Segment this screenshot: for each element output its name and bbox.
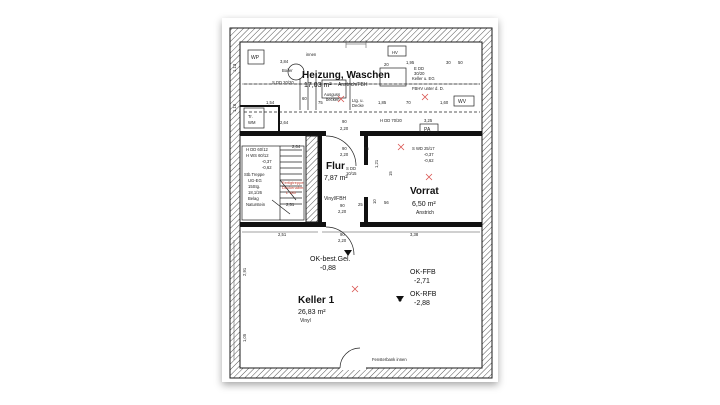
level-ok-rfb-val: -2,88 — [414, 300, 430, 307]
dim-110: 1,10 — [232, 103, 237, 112]
level-ok-ffb-val: -2,71 — [414, 278, 430, 285]
dim-220c: 2,20 — [338, 209, 347, 214]
level-ok-ffb: OK-FFB — [410, 269, 436, 276]
room-vorrat-finish: Anstrich — [416, 210, 434, 216]
level-ok-best: OK-best.Gel. — [310, 256, 351, 263]
dim-264b: 2,64 — [292, 144, 301, 149]
dim-10: 10 — [372, 199, 377, 204]
red-note-3: L 180 — [286, 190, 297, 195]
room-flur-area: 7,87 m² — [324, 175, 348, 182]
level-stair-2: -0,62 — [262, 165, 272, 170]
dim-65: 65 — [364, 146, 369, 151]
dim-20: 20 — [384, 62, 389, 67]
room-flur-name: Flur — [326, 161, 345, 172]
label-fbhv: FBHV unter d. D. — [412, 86, 444, 91]
stair-note-1: Stb.Treppe — [244, 172, 265, 177]
dim-338: 3,38 — [410, 232, 419, 237]
dim-121: 1,21 — [374, 159, 379, 168]
stair-note-4: 18,1/26 — [248, 190, 263, 195]
dim-160: 1,60 — [440, 100, 449, 105]
label-edd: E DD — [414, 66, 424, 71]
stair-note-2: UG-EG — [248, 178, 262, 183]
label-wp: WP — [251, 55, 260, 61]
dim-90d: 90 — [340, 232, 345, 237]
dim-75: 75 — [318, 100, 323, 105]
light-markers — [337, 93, 433, 293]
label-edd-2: 30/20 — [414, 71, 425, 76]
label-tr: Tr. — [248, 114, 253, 119]
room-heizung-area: 17,03 m² — [304, 82, 332, 89]
room-heizung-finish: Anstrich/FBH — [338, 82, 368, 88]
paper-sheet — [222, 18, 498, 382]
dim-220b: 2,20 — [340, 152, 349, 157]
label-wm: WM — [248, 120, 256, 125]
label-ltg-2: Decke — [352, 103, 365, 108]
dim-251a: 2,51 — [286, 202, 295, 207]
label-ausguss-2: becken — [326, 97, 340, 102]
dim-25: 25 — [358, 202, 363, 207]
stair-note-6: Naturstein — [246, 202, 266, 207]
level-vorrat-1: -0,37 — [424, 152, 434, 157]
dim-90c: 90 — [340, 203, 345, 208]
room-keller-name: Keller 1 — [298, 295, 335, 306]
dim-90b: 90 — [342, 146, 347, 151]
label-hdd-top: H DD 70/20 — [380, 118, 403, 123]
label-edd-3: Keller u. EG — [412, 76, 435, 81]
label-sdd-flur-2: 10/15 — [346, 171, 357, 176]
dim-70: 70 — [406, 100, 411, 105]
label-hws-stair: H WS 60/12 — [246, 153, 269, 158]
label-sdd-flur: S DD — [346, 166, 356, 171]
label-ltg: Ltg. u. — [352, 98, 364, 103]
dim-291: 2,91 — [242, 267, 247, 276]
dim-30: 30 — [446, 60, 451, 65]
fixtures — [243, 45, 480, 133]
dim-113: 1,13 — [232, 63, 237, 72]
dim-185: 1,85 — [378, 100, 387, 105]
level-markers — [344, 250, 404, 302]
label-ausguss: Ausguss — [324, 92, 340, 97]
dim-innen: innen — [306, 52, 317, 57]
level-ok-best-val: -0,88 — [320, 265, 336, 272]
dim-15: 15 — [388, 171, 393, 176]
label-boiler: Boiler — [282, 68, 293, 73]
room-heizung-name: Heizung, Waschen — [302, 70, 390, 81]
room-flur-finish: Vinyl/FBH — [324, 196, 347, 202]
dim-220d: 2,20 — [338, 238, 347, 243]
dim-251b: 2,51 — [278, 232, 287, 237]
dimension-lines — [233, 40, 480, 360]
label-hv: HV — [392, 50, 398, 55]
dim-384: 3,84 — [280, 59, 289, 64]
level-stair-1: -0,37 — [262, 159, 272, 164]
label-sdd-top: S DD 20/20 — [272, 80, 294, 85]
room-vorrat-area: 6,50 m² — [412, 201, 436, 208]
staircase — [241, 145, 305, 221]
dim-220a: 2,20 — [340, 126, 349, 131]
label-pa: PA — [424, 127, 431, 133]
dim-264a: 2,64 — [280, 120, 289, 125]
stair-note-5: Belag — [248, 196, 259, 201]
room-vorrat-name: Vorrat — [410, 186, 439, 197]
label-fenster: Fensterbank innen — [372, 357, 407, 362]
outer-walls — [229, 27, 493, 379]
dim-90a: 90 — [342, 119, 347, 124]
dim-60: 60 — [302, 96, 307, 101]
red-note-2: Deckenabm. — [282, 185, 304, 190]
label-hdd-stair: H DD 60/12 — [246, 147, 269, 152]
room-keller-area: 26,83 m² — [298, 309, 326, 316]
room-keller-finish: Vinyl — [300, 318, 311, 324]
dim-325: 3,25 — [424, 118, 433, 123]
level-ok-rfb: OK-RFB — [410, 291, 437, 298]
level-vorrat-2: -0,62 — [424, 158, 434, 163]
label-wv: WV — [458, 99, 467, 105]
dim-56: 56 — [384, 200, 389, 205]
label-swd: S WD 25/17 — [412, 146, 435, 151]
dim-195: 1,95 — [406, 60, 415, 65]
red-note-1: Fertigtreppe — [282, 180, 304, 185]
door-openings — [325, 129, 370, 370]
stair-note-3: 15Stg. — [248, 184, 260, 189]
dim-105: 1,05 — [242, 333, 247, 342]
dim-154: 1,54 — [266, 100, 275, 105]
dim-50: 50 — [458, 60, 463, 65]
